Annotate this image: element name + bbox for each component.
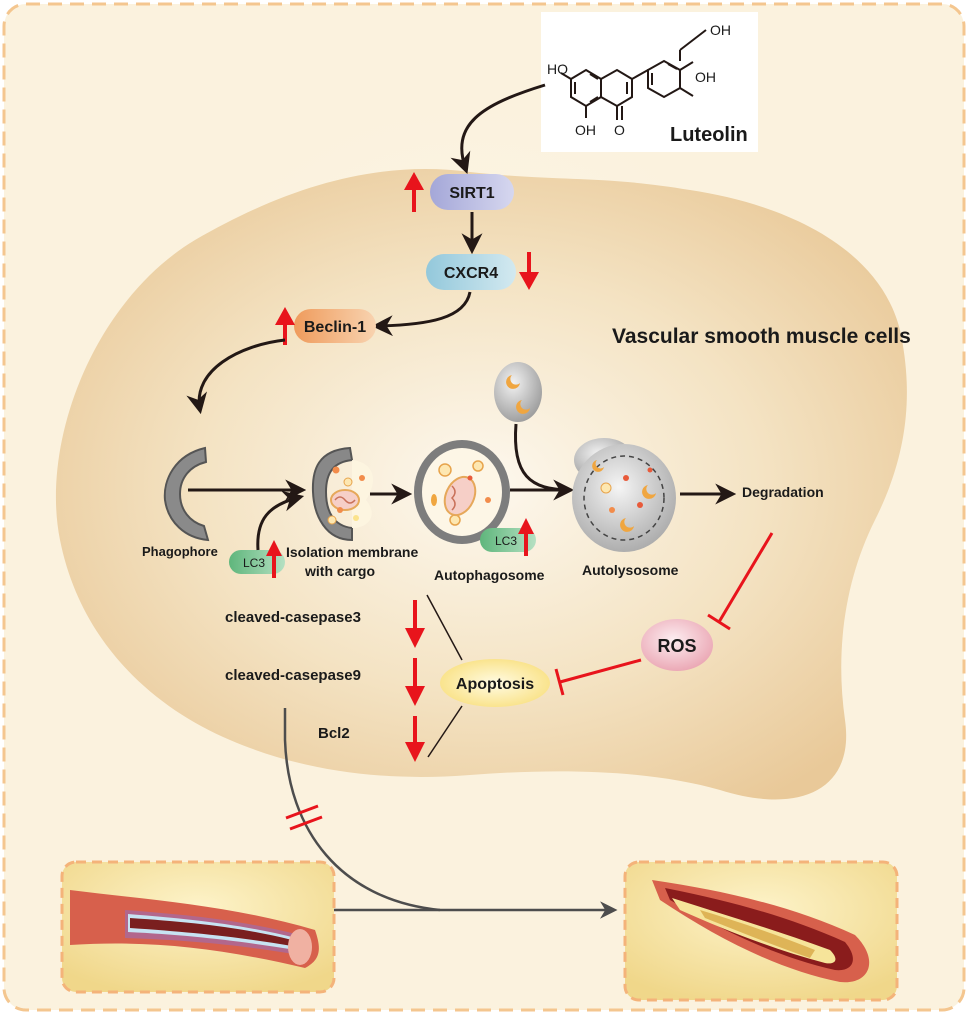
beclin1-up-arrow [275,307,295,345]
block-mark [285,804,323,831]
beclin1-node: Beclin-1 [294,309,376,343]
luteolin-structure: HO OH OH OH O Luteolin [541,12,758,152]
inhibit-ros-to-apoptosis [559,658,642,684]
degradation-label: Degradation [742,484,824,500]
phagophore-label: Phagophore [142,544,218,559]
marker-cleaved-caspase3: cleaved-casepase3 [225,609,361,626]
inhibit-bar-apoptosis [554,668,565,696]
healthy-vessel-panel [60,860,336,994]
marker-down-arrows [405,600,425,762]
luteolin-oh-group-bottom: OH [575,122,596,138]
marker-cleaved-caspase9: cleaved-casepase9 [225,667,361,684]
lysosome-vesicle [494,362,542,422]
isolation-membrane-cargo-label: with cargo [304,563,375,579]
lc3-right-up-arrow [518,518,534,556]
lc3-left-up-arrow [266,540,282,578]
inhibit-bar-ros [707,613,731,631]
atherosclerotic-vessel-panel [623,860,899,1002]
cxcr4-label: CXCR4 [444,265,498,282]
isolation-membrane-label: Isolation membrane [286,544,418,560]
inhibit-degradation-to-ros [717,532,774,623]
isolation-membrane [311,446,374,542]
cell-type-label: Vascular smooth muscle cells [612,325,911,348]
luteolin-ho-group: HO [547,61,568,77]
arrow-lc3-to-isolation [256,490,305,551]
luteolin-label: Luteolin [670,124,748,146]
arrow-beclin1-to-phagophore [186,338,286,415]
beclin1-label: Beclin-1 [304,319,366,336]
sirt1-up-arrow [404,172,424,212]
cxcr4-node: CXCR4 [426,254,516,290]
luteolin-keto-oxygen: O [614,122,625,138]
autolysosome [572,438,676,552]
sirt1-label: SIRT1 [449,185,494,202]
autophagosome [414,440,510,544]
bracket-line-top [426,594,463,661]
apoptosis-node: Apoptosis [440,659,550,707]
lc3-left-label: LC3 [243,556,265,570]
sirt1-node: SIRT1 [430,174,514,210]
ros-node: ROS [641,619,713,671]
autolysosome-label: Autolysosome [582,562,679,578]
arrow-cxcr4-to-beclin1 [371,291,472,337]
arrow-luteolin-to-sirt1 [450,83,546,174]
lc3-right-label: LC3 [495,534,517,548]
apoptosis-label: Apoptosis [456,676,534,693]
cxcr4-down-arrow [519,252,539,290]
bracket-line-bottom [427,705,463,758]
phagophore-shape [163,446,210,542]
luteolin-oh-group-top: OH [710,22,731,38]
marker-bcl2: Bcl2 [318,725,350,742]
ros-label: ROS [657,636,696,656]
curve-to-plaque-blocked [283,708,441,912]
luteolin-oh-group-right: OH [695,69,716,85]
autophagosome-label: Autophagosome [434,567,545,583]
